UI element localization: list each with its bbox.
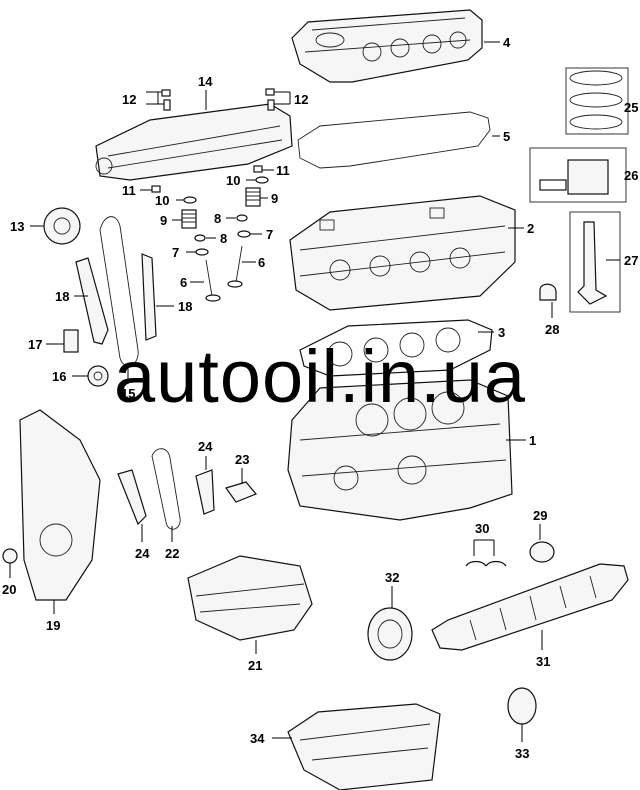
callout-17: 17: [28, 337, 42, 352]
valve-seal: [194, 234, 206, 242]
spring-seat: [237, 230, 251, 238]
valve-keeper: [151, 185, 161, 193]
callout-9-left: 9: [160, 213, 167, 228]
thrust-washer: [485, 560, 507, 567]
callout-28: 28: [545, 322, 559, 337]
callout-21: 21: [248, 658, 262, 673]
callout-4: 4: [503, 35, 511, 50]
callout-33: 33: [515, 746, 529, 761]
camshaft-assembly: [95, 103, 293, 181]
bolt: [161, 89, 171, 97]
callout-26: 26: [624, 168, 638, 183]
callout-12-left: 12: [122, 92, 136, 107]
bolt: [267, 99, 275, 111]
callout-27: 27: [624, 253, 638, 268]
oil-pan: [287, 703, 441, 790]
oil-pump-chain-guide: [117, 469, 147, 526]
callout-32: 32: [385, 570, 399, 585]
valve-spring: [181, 209, 197, 229]
callout-7-left: 7: [172, 245, 179, 260]
cam-sprocket: [43, 207, 81, 245]
valve-cover: [291, 9, 483, 83]
spring-seat: [195, 248, 209, 256]
callout-34: 34: [250, 731, 265, 746]
valve-seal: [236, 214, 248, 222]
main-bearing: [529, 541, 555, 563]
valve-spring: [245, 187, 261, 207]
callout-15: 15: [121, 386, 135, 401]
callout-8-right: 8: [214, 211, 221, 226]
callout-19: 19: [46, 618, 60, 633]
callout-5: 5: [503, 129, 510, 144]
valve-cover-gasket: [297, 111, 491, 169]
callout-30: 30: [475, 521, 489, 536]
callout-10-left: 10: [155, 193, 169, 208]
valve: [205, 259, 221, 302]
callout-10-right: 10: [226, 173, 240, 188]
valve-keeper: [253, 165, 263, 173]
callout-23: 23: [235, 452, 249, 467]
callout-22: 22: [165, 546, 179, 561]
callout-7-right: 7: [266, 227, 273, 242]
callout-14: 14: [198, 74, 213, 89]
callout-24-left: 24: [135, 546, 150, 561]
crank-sprocket: [87, 365, 109, 387]
chain-guide-right: [141, 253, 157, 341]
callout-18-left: 18: [55, 289, 69, 304]
cylinder-head: [289, 195, 516, 311]
piston-rings: [565, 67, 629, 135]
callout-9-right: 9: [271, 191, 278, 206]
valve: [227, 245, 243, 288]
rod-bearing: [539, 283, 557, 301]
engine-block: [287, 379, 513, 521]
cover-opening: [39, 523, 73, 557]
chain-tensioner: [63, 329, 79, 353]
timing-cover: [19, 409, 101, 601]
balance-shaft-assembly: [187, 555, 313, 641]
spring-retainer: [183, 196, 197, 204]
callout-16: 16: [52, 369, 66, 384]
callout-3: 3: [498, 325, 505, 340]
callout-6-right: 6: [258, 255, 265, 270]
bolt: [265, 88, 275, 96]
callout-11-left: 11: [122, 183, 136, 198]
callout-12-right: 12: [294, 92, 308, 107]
thrust-washer: [465, 560, 487, 567]
chain-guide-left: [75, 257, 109, 345]
oil-pump-chain-tensioner: [195, 469, 215, 515]
oil-pump-chain: [151, 448, 181, 530]
callout-18-right: 18: [178, 299, 192, 314]
callout-25: 25: [624, 100, 638, 115]
callout-29: 29: [533, 508, 547, 523]
tensioner-bracket: [225, 481, 257, 503]
bolt: [163, 99, 171, 111]
callout-20: 20: [2, 582, 16, 597]
callout-8-left: 8: [220, 231, 227, 246]
crankshaft: [431, 563, 629, 651]
front-crank-seal: [2, 548, 18, 564]
rear-crank-seal: [507, 687, 537, 725]
connecting-rod: [569, 211, 621, 313]
spring-retainer: [255, 176, 269, 184]
callout-24-right: 24: [198, 439, 213, 454]
timing-chain: [99, 216, 139, 367]
crankshaft-pulley: [367, 607, 413, 661]
callout-2: 2: [527, 221, 534, 236]
callout-6-left: 6: [180, 275, 187, 290]
callout-11-right: 11: [276, 163, 290, 178]
leader-line: [473, 539, 495, 556]
piston: [529, 147, 627, 203]
callout-31: 31: [536, 654, 550, 669]
callout-13: 13: [10, 219, 24, 234]
head-gasket: [299, 319, 493, 377]
callout-1: 1: [529, 433, 536, 448]
